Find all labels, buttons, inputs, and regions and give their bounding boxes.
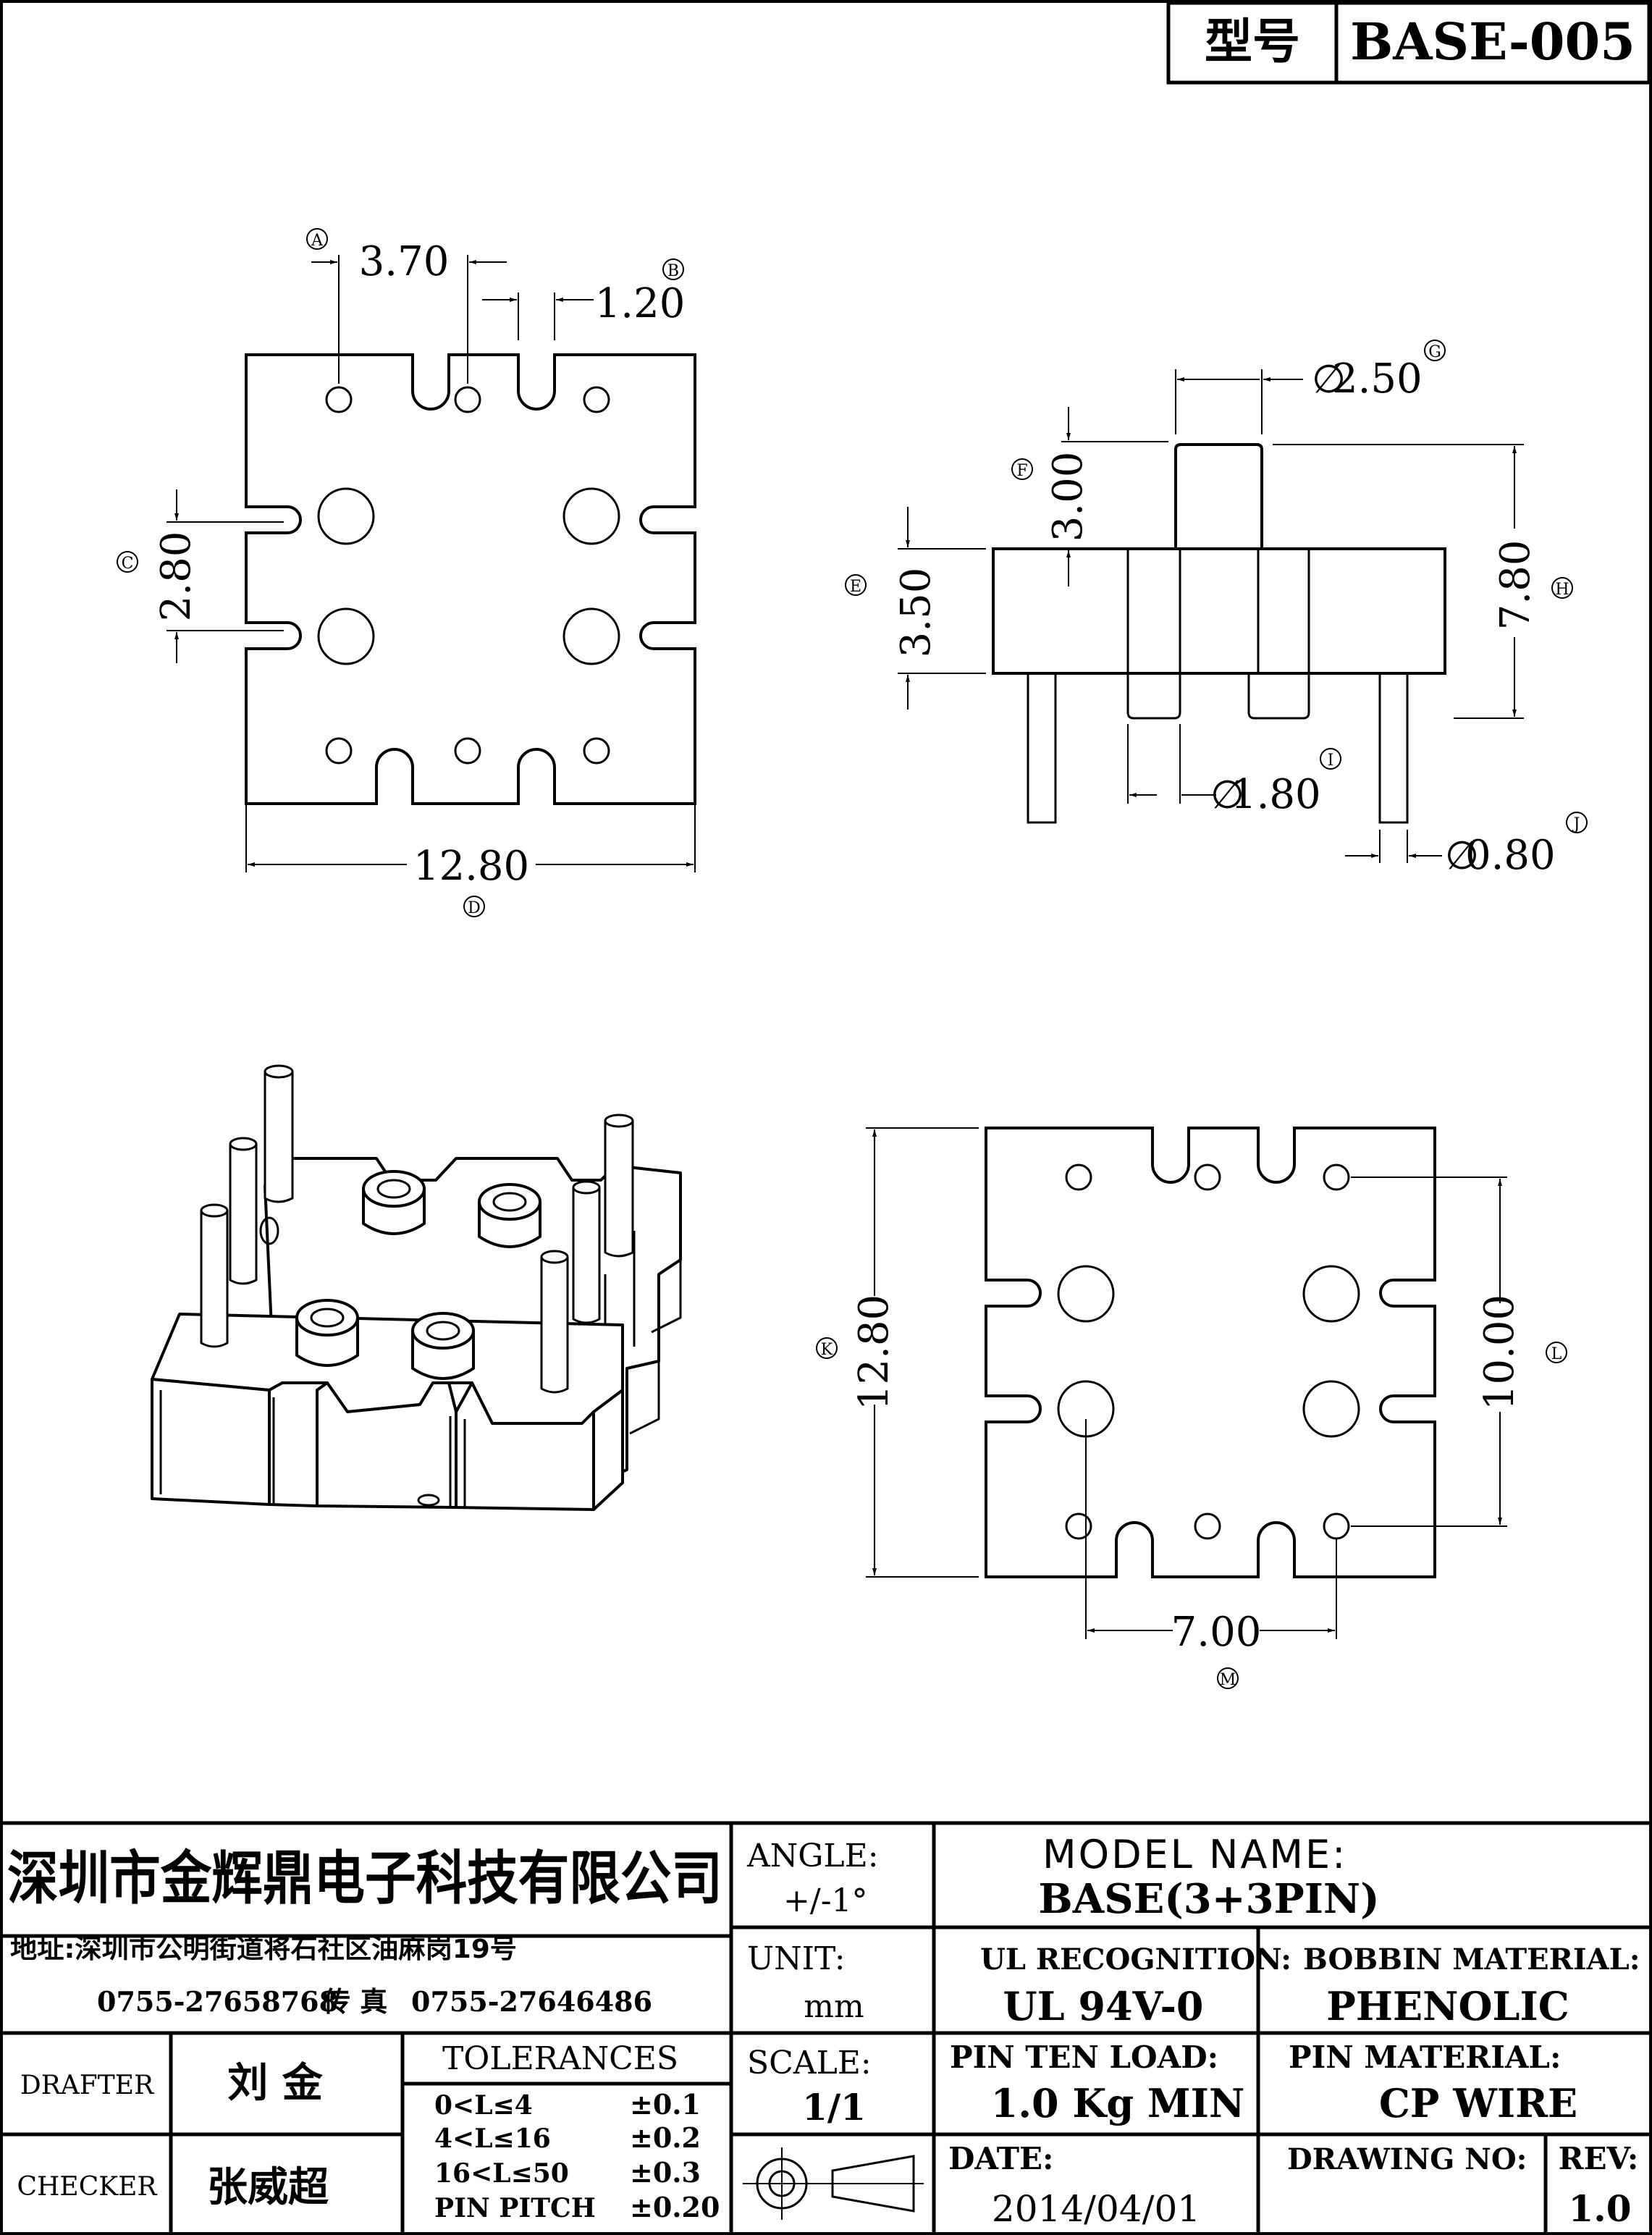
- side-view: [898, 369, 1524, 863]
- dim-g-text: 2.50: [1332, 355, 1423, 403]
- model-name-value: BASE(3+3PIN): [1038, 1875, 1379, 1923]
- tolerance-value-2: ±0.2: [630, 2121, 701, 2154]
- tolerances-label: TOLERANCES: [442, 2040, 678, 2077]
- model-header: 型号 BASE-005: [1166, 1, 1651, 85]
- marker-a: A: [306, 228, 328, 250]
- company-address: 地址:深圳市公明街道将石社区油麻岗19号: [10, 1935, 517, 1964]
- marker-f: F: [1011, 458, 1033, 480]
- angle-value: +/-1°: [783, 1882, 868, 1919]
- tolerance-range-4: PIN PITCH: [434, 2193, 596, 2223]
- svg-text:I: I: [1328, 752, 1334, 770]
- dim-e-text: 3.50: [893, 568, 940, 658]
- svg-text:L: L: [1551, 1345, 1562, 1363]
- marker-c: C: [117, 551, 138, 573]
- svg-text:J: J: [1572, 815, 1580, 833]
- pin-material-value: CP WIRE: [1379, 2080, 1577, 2126]
- ul-value: UL 94V-0: [1003, 1983, 1204, 2029]
- dim-k-text: 12.80: [851, 1295, 898, 1410]
- rev-label: REV:: [1559, 2141, 1639, 2176]
- svg-text:G: G: [1428, 343, 1441, 361]
- unit-label: UNIT:: [747, 1940, 846, 1977]
- tolerance-range-1: 0<L≤4: [434, 2090, 533, 2121]
- fax-label: 传 真: [322, 1986, 387, 2018]
- model-label: 型号: [1205, 14, 1300, 70]
- bottom-view-labels: 12.80 10.00 7.00 K L M: [816, 1295, 1567, 1689]
- dia-symbol-g: ∅: [1312, 356, 1346, 402]
- marker-j: J: [1566, 812, 1588, 833]
- top-view: [167, 255, 696, 872]
- tolerance-value-3: ±0.3: [630, 2156, 701, 2189]
- drafter-value: 刘 金: [227, 2060, 323, 2107]
- svg-text:C: C: [122, 555, 134, 573]
- pin-load-label: PIN TEN LOAD:: [950, 2040, 1218, 2075]
- marker-h: H: [1551, 577, 1573, 599]
- ul-label: UL RECOGNITION:: [980, 1943, 1291, 1977]
- drafter-label: DRAFTER: [20, 2071, 154, 2100]
- date-value: 2014/04/01: [992, 2188, 1200, 2230]
- svg-text:F: F: [1016, 462, 1027, 480]
- top-view-labels: 3.70 1.20 2.80 12.80 A B C D: [117, 228, 686, 917]
- marker-m: M: [1217, 1667, 1239, 1689]
- dim-a-text: 3.70: [359, 238, 450, 285]
- checker-value: 张威超: [207, 2164, 329, 2211]
- drawing-no-label: DRAWING NO:: [1287, 2142, 1527, 2176]
- svg-text:E: E: [850, 578, 861, 596]
- marker-e: E: [845, 574, 867, 596]
- dia-symbol-j: ∅: [1445, 833, 1479, 878]
- marker-l: L: [1546, 1342, 1567, 1363]
- marker-d: D: [463, 896, 485, 917]
- marker-i: I: [1320, 748, 1341, 770]
- marker-k: K: [816, 1337, 838, 1359]
- marker-g: G: [1424, 340, 1446, 361]
- model-name-label: MODEL NAME:: [1042, 1832, 1347, 1877]
- bobbin-value: PHENOLIC: [1326, 1983, 1569, 2029]
- dim-d-text: 12.80: [413, 843, 529, 890]
- company-phone: 0755-27658768: [97, 1985, 338, 2018]
- scale-label: SCALE:: [747, 2045, 872, 2082]
- rev-value: 1.0: [1569, 2187, 1632, 2230]
- model-value: BASE-005: [1350, 12, 1635, 72]
- dim-b-text: 1.20: [595, 280, 686, 327]
- title-block-text: 深圳市金辉鼎电子科技有限公司 地址:深圳市公明街道将石社区油麻岗19号 0755…: [7, 1832, 1640, 2230]
- checker-label: CHECKER: [17, 2172, 157, 2202]
- dim-i-text: 1.80: [1231, 771, 1321, 818]
- company-fax: 0755-27646486: [411, 1985, 652, 2018]
- date-label: DATE:: [948, 2141, 1053, 2176]
- svg-text:M: M: [1220, 1671, 1236, 1689]
- bobbin-label: BOBBIN MATERIAL:: [1303, 1943, 1640, 1977]
- side-view-labels: ∅ 2.50 3.00 3.50 7.80 ∅ 1.80 ∅ 0.80 E F …: [845, 340, 1588, 879]
- isometric-view: [151, 1064, 682, 1511]
- svg-text:H: H: [1555, 581, 1569, 599]
- dim-f-text: 3.00: [1045, 452, 1092, 542]
- dim-h-text: 7.80: [1492, 540, 1539, 631]
- svg-text:D: D: [468, 899, 481, 917]
- dim-j-text: 0.80: [1465, 832, 1556, 879]
- svg-text:K: K: [821, 1341, 833, 1359]
- tolerance-range-3: 16<L≤50: [434, 2158, 569, 2189]
- tolerance-range-2: 4<L≤16: [434, 2124, 551, 2154]
- dim-c-text: 2.80: [153, 531, 200, 622]
- svg-text:A: A: [311, 232, 324, 250]
- title-block-grid: [1, 1821, 1651, 2234]
- angle-label: ANGLE:: [746, 1838, 879, 1874]
- bottom-view: [866, 1127, 1507, 1639]
- tolerance-value-1: ±0.1: [630, 2088, 701, 2121]
- marker-b: B: [662, 258, 684, 280]
- svg-text:B: B: [667, 262, 679, 280]
- projection-symbol: [743, 2147, 924, 2220]
- dim-l-text: 10.00: [1476, 1295, 1523, 1410]
- scale-value: 1/1: [802, 2086, 866, 2129]
- dim-m-text: 7.00: [1171, 1609, 1262, 1656]
- company-name: 深圳市金辉鼎电子科技有限公司: [7, 1845, 722, 1912]
- dia-symbol-i: ∅: [1210, 772, 1244, 817]
- pin-material-label: PIN MATERIAL:: [1289, 2040, 1561, 2075]
- tolerance-value-4: ±0.20: [630, 2191, 720, 2223]
- pin-load-value: 1.0 Kg MIN: [991, 2080, 1245, 2126]
- unit-value: mm: [804, 1988, 864, 2025]
